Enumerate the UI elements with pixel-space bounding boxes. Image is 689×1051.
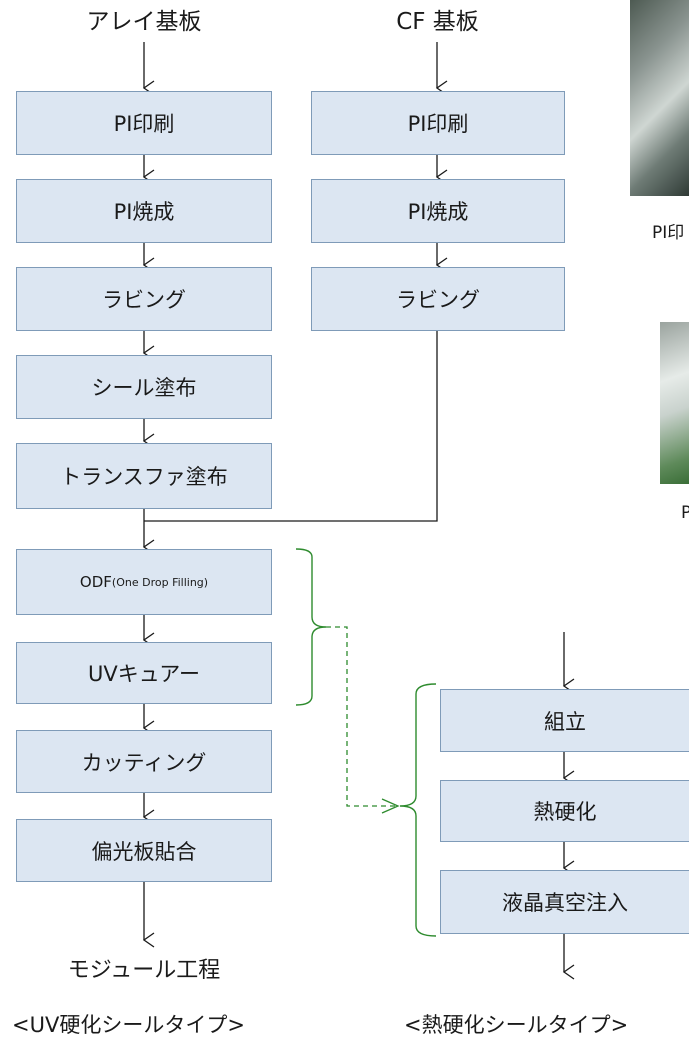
odf-sub-label: (One Drop Filling) bbox=[111, 575, 209, 589]
uv-bracket bbox=[295, 548, 327, 706]
center-step-pi-print: PI印刷 bbox=[311, 91, 565, 155]
right-step-heat-cure: 熱硬化 bbox=[440, 780, 689, 842]
odf-label: ODF bbox=[79, 573, 112, 591]
pi-bake-photo bbox=[660, 322, 689, 484]
center-step-pi-bake: PI焼成 bbox=[311, 179, 565, 243]
left-step-rubbing: ラビング bbox=[16, 267, 272, 331]
thermal-seal-caption: <熱硬化シールタイプ> bbox=[404, 1013, 629, 1037]
pi-printer-photo bbox=[630, 0, 689, 196]
array-substrate-title: アレイ基板 bbox=[86, 9, 202, 35]
left-step-odf: ODF(One Drop Filling) bbox=[16, 549, 272, 615]
thermal-bracket bbox=[399, 683, 437, 937]
cf-substrate-title: CF 基板 bbox=[396, 9, 479, 35]
left-step-polarizer: 偏光板貼合 bbox=[16, 819, 272, 882]
left-step-seal-coat: シール塗布 bbox=[16, 355, 272, 419]
left-step-transfer-coat: トランスファ塗布 bbox=[16, 443, 272, 509]
left-step-pi-print: PI印刷 bbox=[16, 91, 272, 155]
pi-printer-photo-label: PI印 bbox=[652, 223, 685, 243]
replacement-arrow bbox=[326, 626, 400, 814]
center-step-rubbing: ラビング bbox=[311, 267, 565, 331]
module-process-label: モジュール工程 bbox=[67, 958, 221, 983]
left-step-pi-bake: PI焼成 bbox=[16, 179, 272, 243]
left-step-uv-cure: UVキュアー bbox=[16, 642, 272, 704]
right-step-lc-injection: 液晶真空注入 bbox=[440, 870, 689, 934]
left-step-cutting: カッティング bbox=[16, 730, 272, 793]
pi-bake-photo-label: P bbox=[681, 503, 689, 523]
merge-line bbox=[144, 331, 438, 522]
right-step-assembly: 組立 bbox=[440, 689, 689, 752]
uv-seal-caption: <UV硬化シールタイプ> bbox=[12, 1013, 245, 1037]
